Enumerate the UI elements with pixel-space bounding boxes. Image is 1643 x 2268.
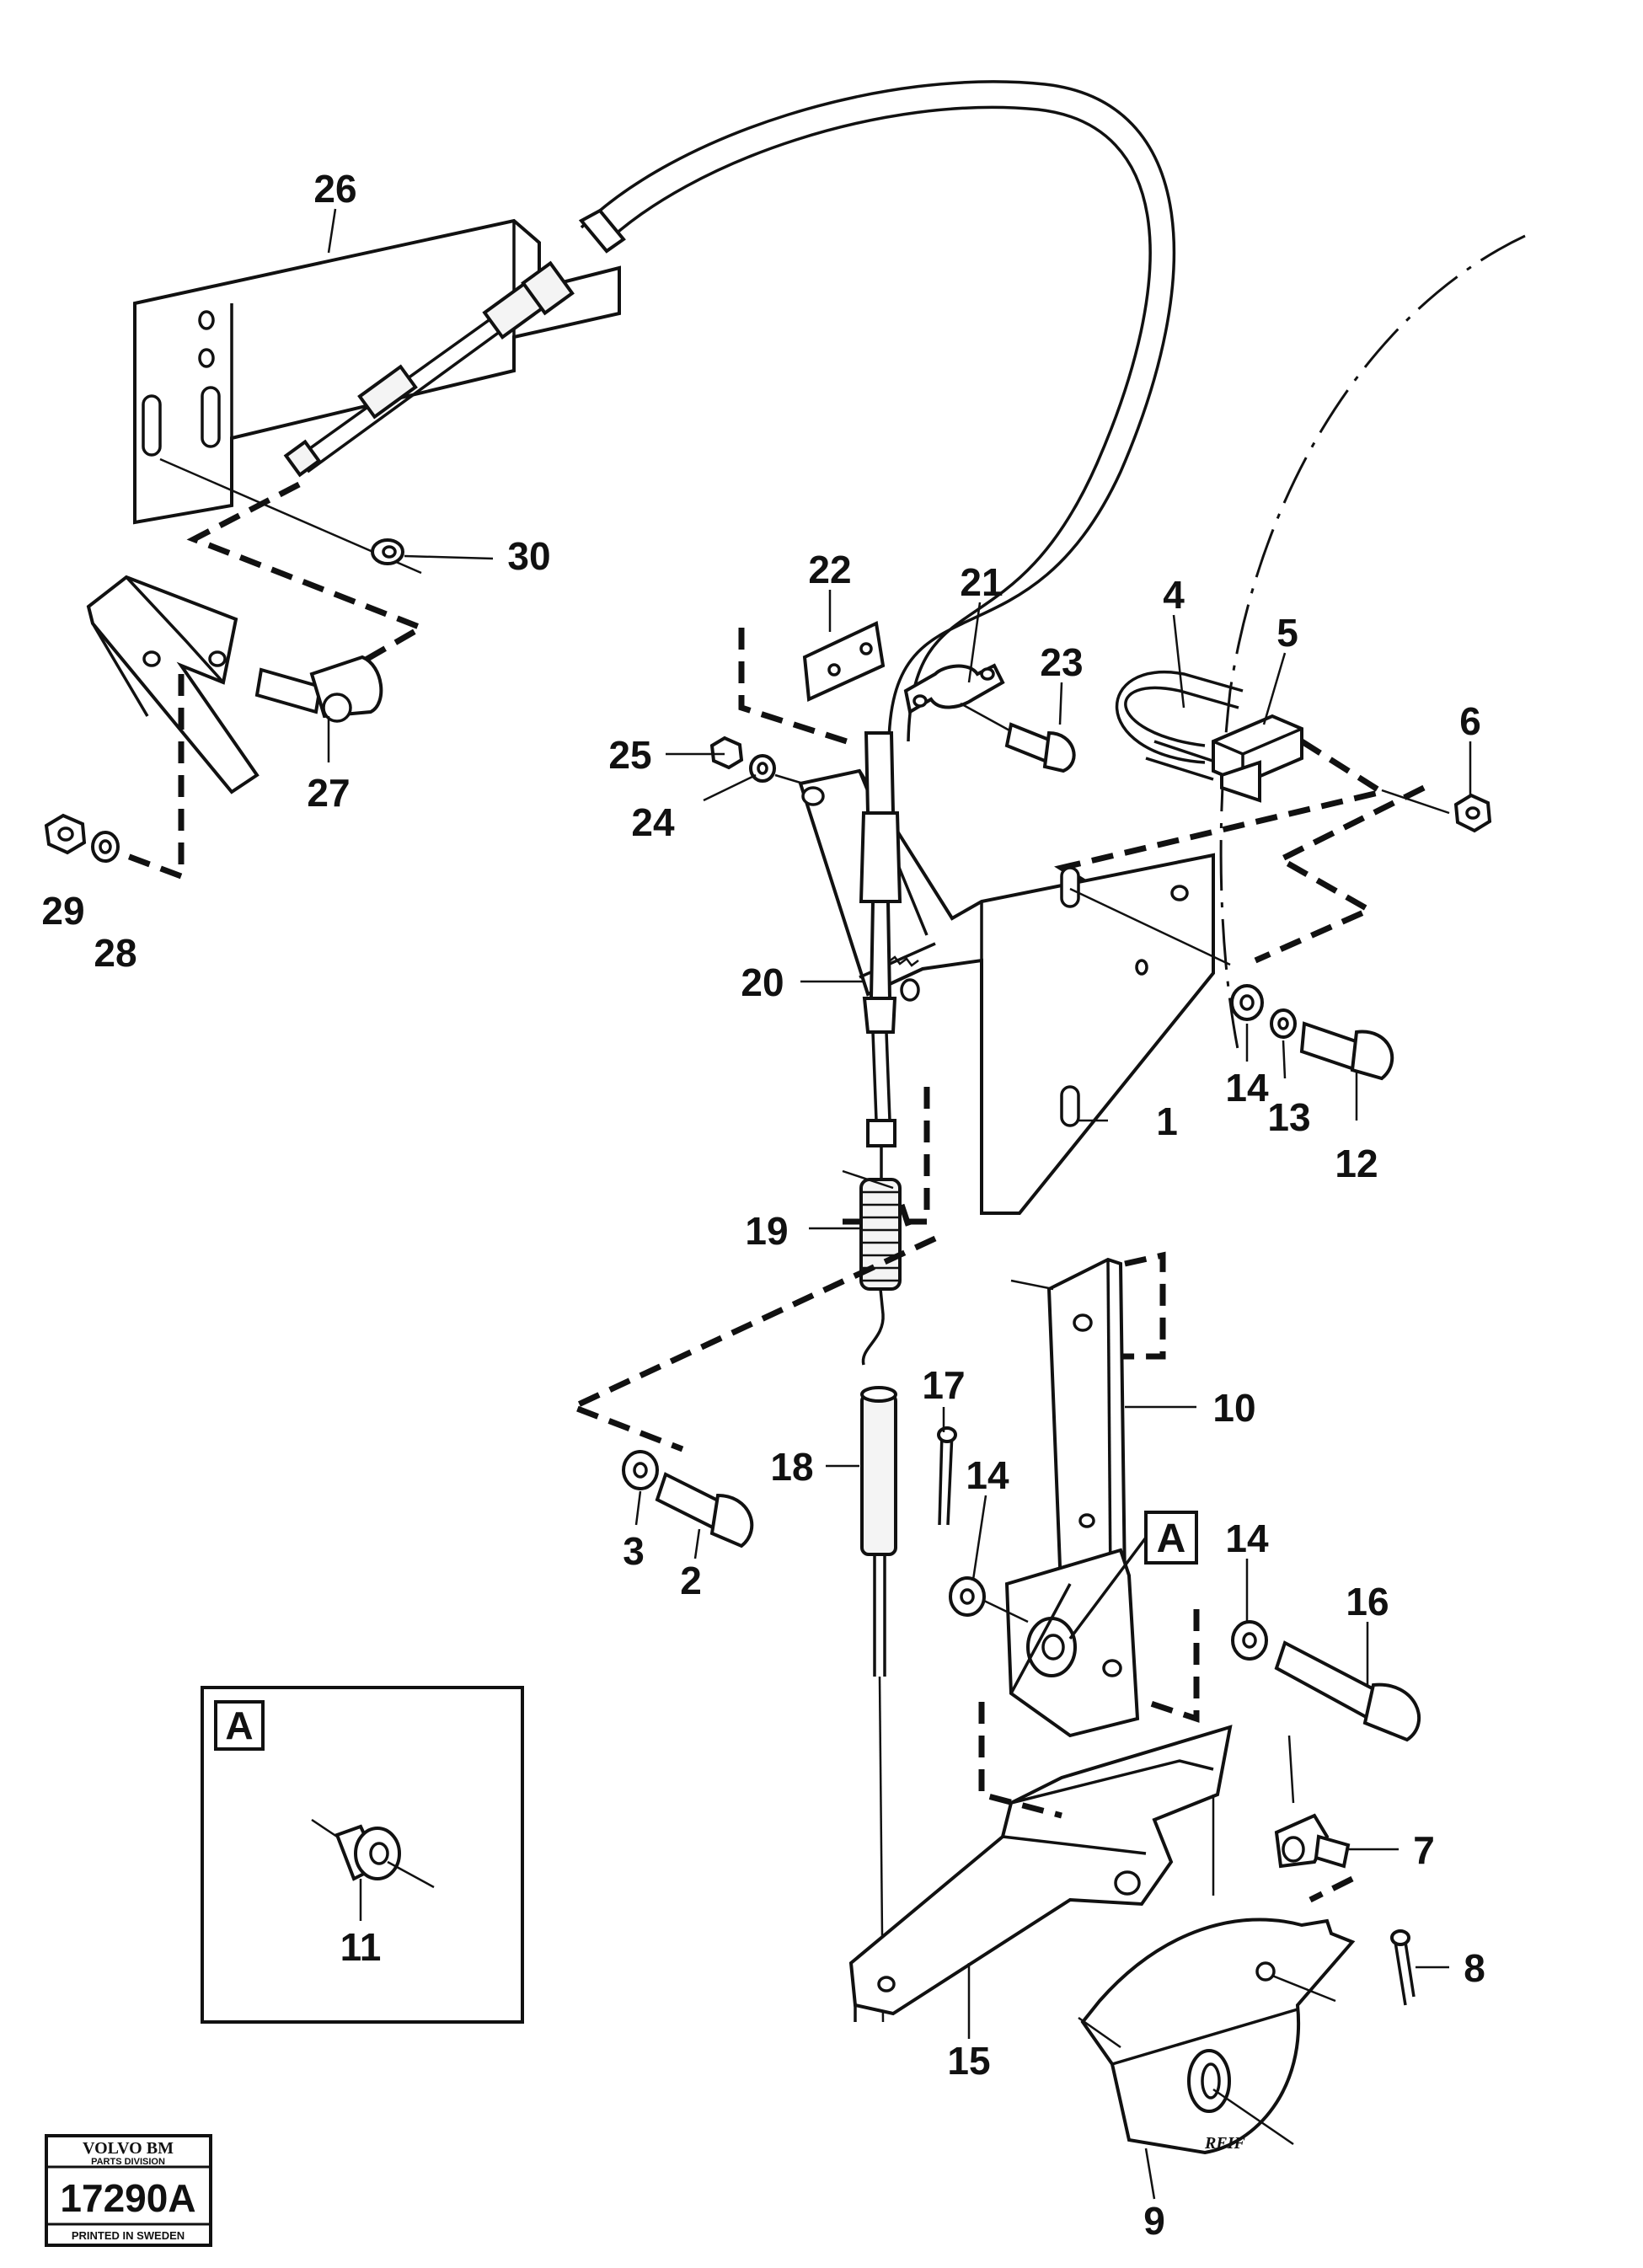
callout-29: 29 — [41, 889, 84, 933]
callout-19: 19 — [745, 1209, 788, 1253]
cotter-pin-17 — [937, 1426, 957, 1526]
inset-detail-a: A — [201, 1686, 524, 2024]
svg-text:A: A — [225, 1704, 253, 1747]
bolt-2 — [655, 1472, 754, 1549]
callout-3: 3 — [623, 1529, 645, 1573]
callout-10: 10 — [1212, 1386, 1255, 1430]
stamp-brand: VOLVO BM — [83, 2139, 174, 2158]
svg-text:A: A — [1157, 1516, 1186, 1561]
control-cable — [578, 80, 1176, 742]
callout-1: 1 — [1156, 1099, 1178, 1143]
callout-labels: 26 30 27 29 28 22 21 23 25 24 4 5 6 20 1… — [41, 167, 1485, 2243]
callout-18: 18 — [770, 1445, 813, 1489]
callout-12: 12 — [1335, 1142, 1378, 1185]
callout-15: 15 — [947, 2039, 990, 2083]
clamp-block-5 — [1212, 714, 1303, 803]
lever-15 — [848, 1725, 1233, 2022]
stamp-division: PARTS DIVISION — [91, 2157, 165, 2167]
clevis-7 — [1274, 1813, 1351, 1869]
callout-23: 23 — [1040, 640, 1083, 684]
callout-14-upper: 14 — [1225, 1066, 1269, 1110]
callout-14-middle: 14 — [966, 1453, 1009, 1497]
callout-22: 22 — [808, 548, 851, 591]
callout-11: 11 — [340, 1925, 382, 1969]
rod-18 — [860, 1386, 897, 2023]
bracket-26 — [133, 218, 621, 525]
callout-30: 30 — [507, 534, 550, 578]
callout-25: 25 — [608, 733, 651, 777]
callout-7: 7 — [1413, 1828, 1435, 1872]
nut-29 — [44, 813, 87, 855]
callout-28: 28 — [94, 931, 136, 975]
callout-24: 24 — [631, 800, 675, 844]
callout-16: 16 — [1346, 1580, 1389, 1623]
wheel-outline-arc — [1219, 234, 1526, 1054]
callout-20: 20 — [741, 960, 784, 1004]
callout-leaders — [327, 208, 1472, 2200]
clip-21 — [903, 663, 1005, 715]
cotter-pin-8 — [1390, 1929, 1416, 2006]
screw-23 — [1004, 722, 1076, 773]
stamp-drawing-number: 17290A — [60, 2176, 195, 2220]
drawing-stamp: VOLVO BM PARTS DIVISION 17290A PRINTED I… — [45, 2134, 212, 2247]
lever-arm-10 — [1046, 1257, 1127, 1612]
callout-13: 13 — [1267, 1095, 1310, 1139]
callout-6: 6 — [1459, 699, 1481, 743]
pin-16 — [1274, 1640, 1421, 1742]
callout-2: 2 — [680, 1559, 702, 1602]
clamp-plate-22 — [802, 621, 886, 702]
lever-bracket-27 — [86, 575, 383, 794]
callout-9: 9 — [1143, 2199, 1165, 2243]
bushing-11 — [334, 1824, 401, 1881]
detail-marker-a: A — [1068, 1511, 1198, 1640]
callout-14-right: 14 — [1225, 1516, 1269, 1560]
callout-26: 26 — [313, 167, 356, 211]
cable-rod-20 — [859, 731, 902, 1179]
callout-8: 8 — [1464, 1946, 1485, 1990]
stamp-printed: PRINTED IN SWEDEN — [72, 2229, 185, 2242]
callout-5: 5 — [1276, 611, 1298, 655]
sector-plate-9: REIF — [1080, 1918, 1356, 2155]
callout-4: 4 — [1163, 573, 1185, 617]
lever-hub — [1004, 1548, 1140, 1738]
callout-27: 27 — [307, 771, 350, 815]
nut-6 — [1453, 793, 1492, 833]
callout-17: 17 — [922, 1363, 965, 1407]
callout-21: 21 — [960, 560, 1003, 604]
part-marking-text: REIF — [1204, 2134, 1245, 2153]
u-bolt-4 — [1115, 671, 1244, 781]
bolt-12 — [1299, 1021, 1394, 1081]
nut-25 — [709, 735, 744, 770]
